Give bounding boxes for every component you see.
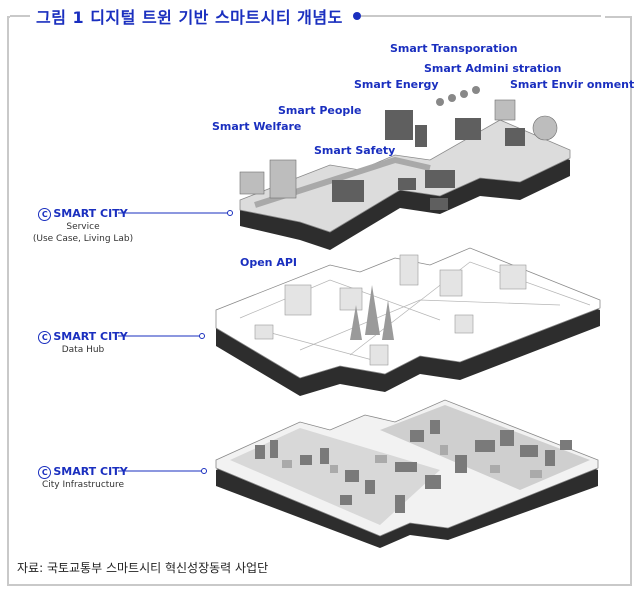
label-open-api: Open API bbox=[240, 256, 297, 269]
label-smart-safety: Smart Safety bbox=[314, 144, 395, 157]
label-smart-welfare: Smart Welfare bbox=[212, 120, 301, 133]
layer-detail: (Use Case, Living Lab) bbox=[13, 233, 153, 245]
layer-name: City Infrastructure bbox=[13, 479, 153, 491]
layer-name: Service bbox=[13, 221, 153, 233]
layer-city-infrastructure bbox=[216, 400, 598, 548]
label-smart-energy: Smart Energy bbox=[354, 78, 439, 91]
layer-data-hub bbox=[216, 248, 600, 396]
label-smart-environment: Smart Envir onment bbox=[510, 78, 634, 91]
layer-brand-text: SMART CITY bbox=[53, 465, 127, 478]
label-smart-transportation: Smart Transporation bbox=[390, 42, 518, 55]
copyright-icon: C bbox=[38, 208, 51, 221]
copyright-icon: C bbox=[38, 331, 51, 344]
layer-name: Data Hub bbox=[13, 344, 153, 356]
copyright-icon: C bbox=[38, 466, 51, 479]
layer-brand-text: SMART CITY bbox=[53, 207, 127, 220]
figure-source: 자료: 국토교통부 스마트시티 혁신성장동력 사업단 bbox=[17, 559, 268, 576]
label-smart-people: Smart People bbox=[278, 104, 362, 117]
label-smart-administration: Smart Admini stration bbox=[424, 62, 561, 75]
layer-brand-text: SMART CITY bbox=[53, 330, 127, 343]
